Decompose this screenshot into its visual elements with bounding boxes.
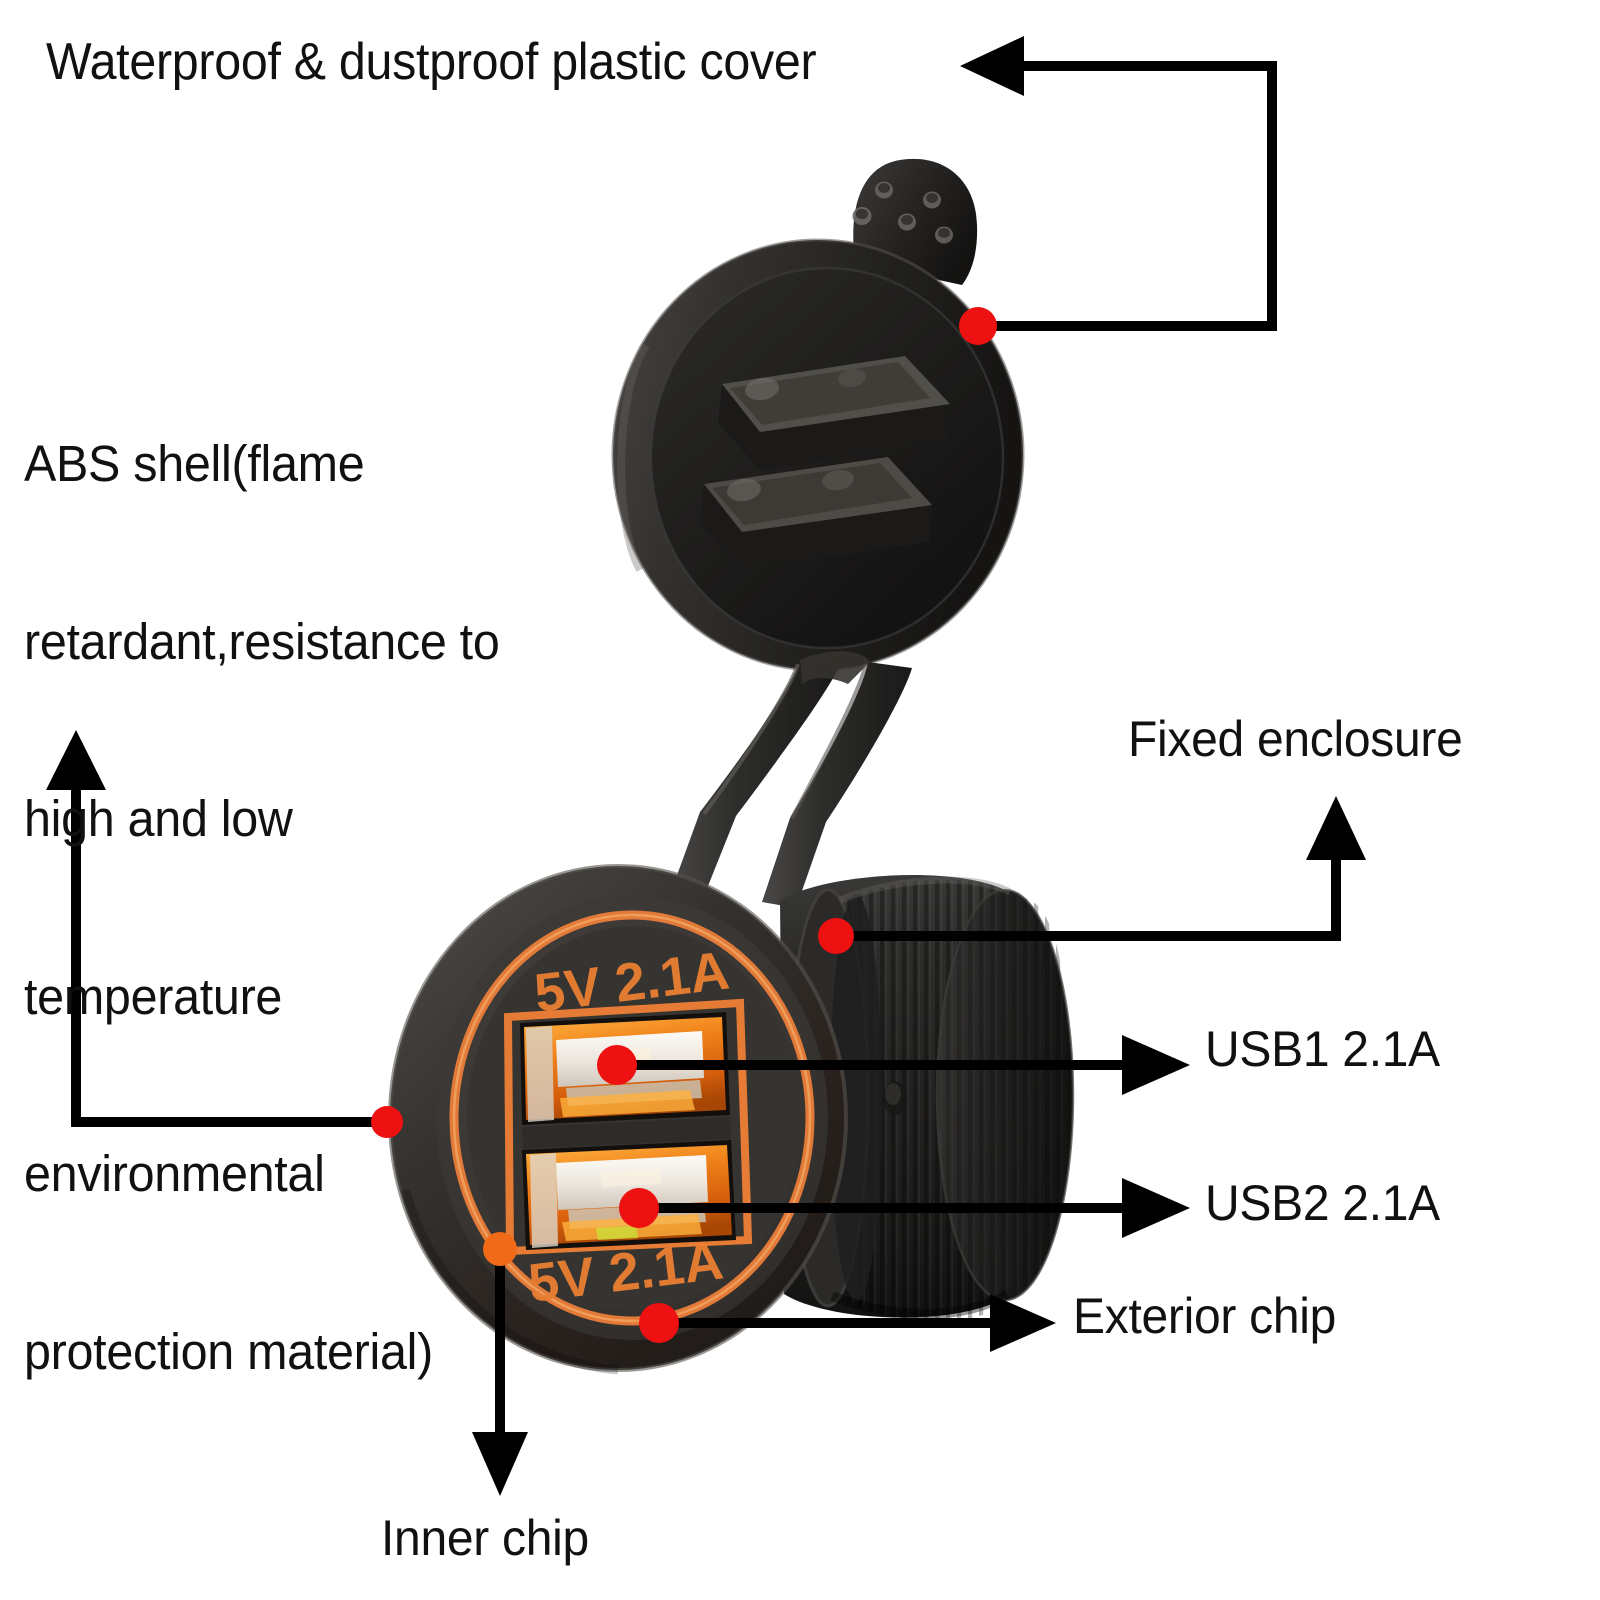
label-abs-shell-line-2: retardant,resistance to	[24, 612, 500, 670]
callout-line-exterior-chip	[659, 1294, 1056, 1352]
port-block-outline	[503, 998, 753, 1256]
label-inner-chip: Inner chip	[381, 1510, 589, 1566]
callout-dot-usb1	[597, 1045, 637, 1085]
label-abs-shell-line-1: ABS shell(flame	[24, 435, 365, 493]
label-abs-shell-line-5: environmental	[24, 1145, 325, 1203]
label-abs-shell-line-3: high and low	[24, 790, 293, 848]
cover-grip-bumps	[852, 181, 953, 244]
callout-line-usb1	[617, 1035, 1190, 1095]
callout-dot-abs-shell	[371, 1106, 403, 1138]
callout-dot-fixed-enclosure	[818, 918, 854, 954]
label-exterior-chip: Exterior chip	[1073, 1288, 1337, 1344]
arrowhead-up-fixed	[1306, 796, 1366, 860]
arrowhead-right-exterior	[990, 1294, 1056, 1352]
cover-hinge-strap	[668, 651, 912, 908]
usb2-tongue	[556, 1155, 708, 1210]
callout-dot-cover	[959, 307, 997, 345]
label-waterproof-cover: Waterproof & dustproof plastic cover	[46, 33, 817, 91]
label-usb2: USB2 2.1A	[1205, 1175, 1440, 1231]
callout-dot-inner-chip	[483, 1232, 517, 1266]
arrowhead-down-inner	[472, 1432, 528, 1496]
label-usb1: USB1 2.1A	[1205, 1021, 1440, 1077]
plastic-cover-group	[611, 158, 1025, 672]
callout-dot-usb2	[619, 1188, 659, 1228]
label-abs-shell: ABS shell(flame retardant,resistance to …	[24, 316, 594, 1499]
callout-line-abs-shell	[46, 730, 387, 1127]
arrowhead-left-cover	[960, 36, 1024, 96]
callout-line-fixed-enclosure	[836, 796, 1366, 941]
label-fixed-enclosure: Fixed enclosure	[1128, 711, 1463, 767]
callout-line-usb2	[639, 1178, 1190, 1238]
callout-dot-exterior-chip	[639, 1303, 679, 1343]
label-abs-shell-line-6: protection material)	[24, 1322, 433, 1380]
callout-line-inner-chip	[472, 1249, 528, 1496]
cover-seal-plugs	[700, 356, 950, 570]
label-abs-shell-line-4: temperature	[24, 967, 283, 1025]
callout-line-cover	[960, 36, 1277, 331]
socket-front-face: 5V 2.1A 5V 2.1A	[388, 864, 848, 1375]
arrowhead-right-usb2	[1122, 1178, 1190, 1238]
arrowhead-right-usb1	[1122, 1035, 1190, 1095]
arrowhead-up-abs	[46, 730, 106, 790]
